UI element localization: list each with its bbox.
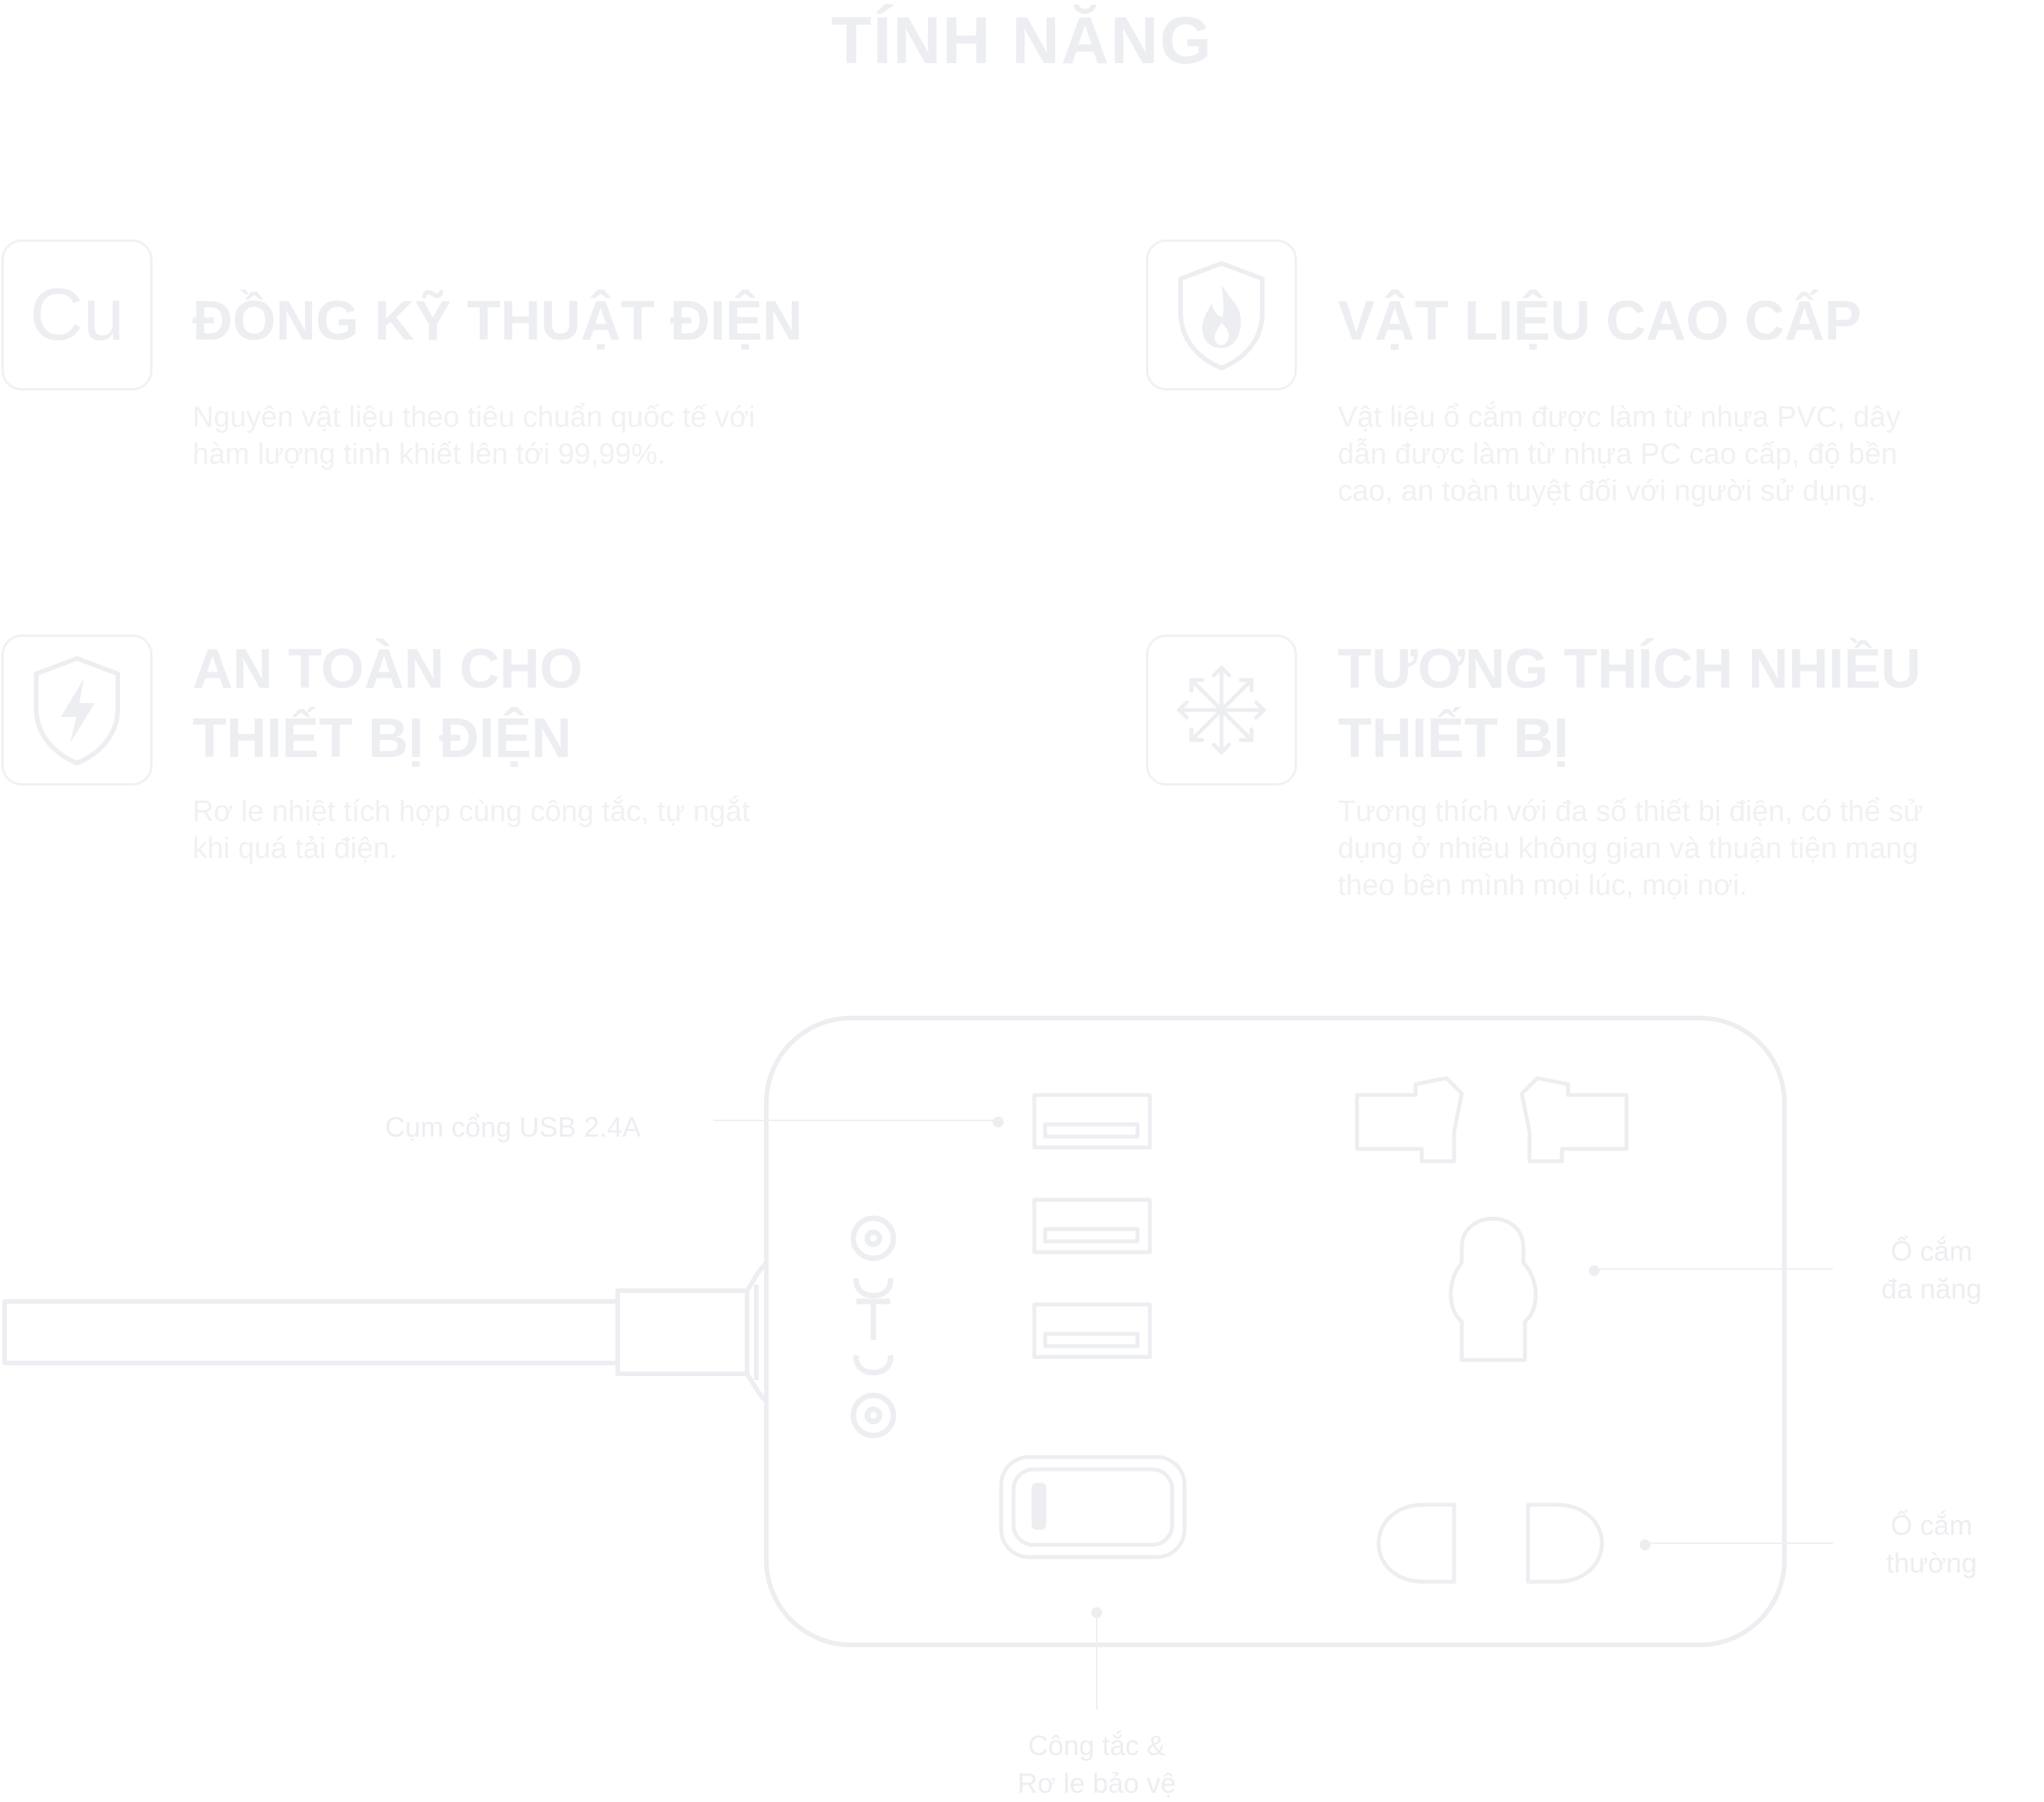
- usb-port: [1032, 1302, 1152, 1359]
- callout-switch: Công tắc & Rơ le bảo vệ: [1017, 1730, 1176, 1799]
- callout-standard-socket: Ổ cắm thường: [1886, 1509, 1977, 1579]
- page-title: TÍNH NĂNG: [831, 4, 1213, 78]
- callout-dot-switch: [1091, 1607, 1102, 1618]
- callout-universal-socket: Ổ cắm đa năng: [1881, 1235, 1982, 1305]
- callout-leader-lines: [713, 1120, 1833, 1710]
- usb-port: [1032, 1197, 1152, 1254]
- power-switch: [999, 1455, 1187, 1559]
- power-strip-diagram: [2, 1016, 1833, 1710]
- feature-title-compatibility: TƯƠNG THÍCH NHIỀU THIẾT BỊ: [1338, 638, 1922, 769]
- copper-icon-text: Cu: [29, 273, 125, 356]
- callout-dot-universal: [1589, 1265, 1600, 1276]
- feature-title-materials: VẬT LIỆU CAO CẤP: [1338, 290, 1862, 352]
- expand-arrows-icon: [1146, 635, 1297, 785]
- feature-desc-safety: Rơ le nhiệt tích hợp cùng công tắc, tự n…: [193, 795, 750, 865]
- usb-port: [1032, 1093, 1152, 1150]
- callout-usb: Cụm cổng USB 2.4A: [385, 1111, 642, 1143]
- lightning-shield-icon: [2, 635, 152, 785]
- cable-plug-sleeve: [615, 1288, 749, 1376]
- feature-desc-materials: Vật liệu ổ cắm được làm từ nhựa PVC, dây…: [1338, 401, 1901, 507]
- fire-shield-icon: [1146, 239, 1297, 390]
- feature-desc-copper: Nguyên vật liệu theo tiêu chuẩn quốc tế …: [193, 401, 756, 471]
- power-strip-body: [764, 1016, 1787, 1647]
- callout-dot-usb: [993, 1117, 1004, 1127]
- feature-title-safety: AN TOÀN CHO THIẾT BỊ ĐIỆN: [193, 638, 583, 769]
- universal-socket: [1355, 1076, 1629, 1362]
- callout-dot-standard: [1640, 1539, 1650, 1550]
- power-cable: [2, 1299, 620, 1365]
- feature-title-copper: ĐỒNG KỸ THUẬT ĐIỆN: [193, 290, 803, 352]
- cable-strain-relief: [745, 1261, 769, 1404]
- standard-socket: [1376, 1502, 1604, 1584]
- brand-logo: [850, 1215, 896, 1439]
- feature-desc-compatibility: Tương thích với đa số thiết bị điện, có …: [1338, 795, 1923, 902]
- copper-icon: Cu: [2, 239, 152, 390]
